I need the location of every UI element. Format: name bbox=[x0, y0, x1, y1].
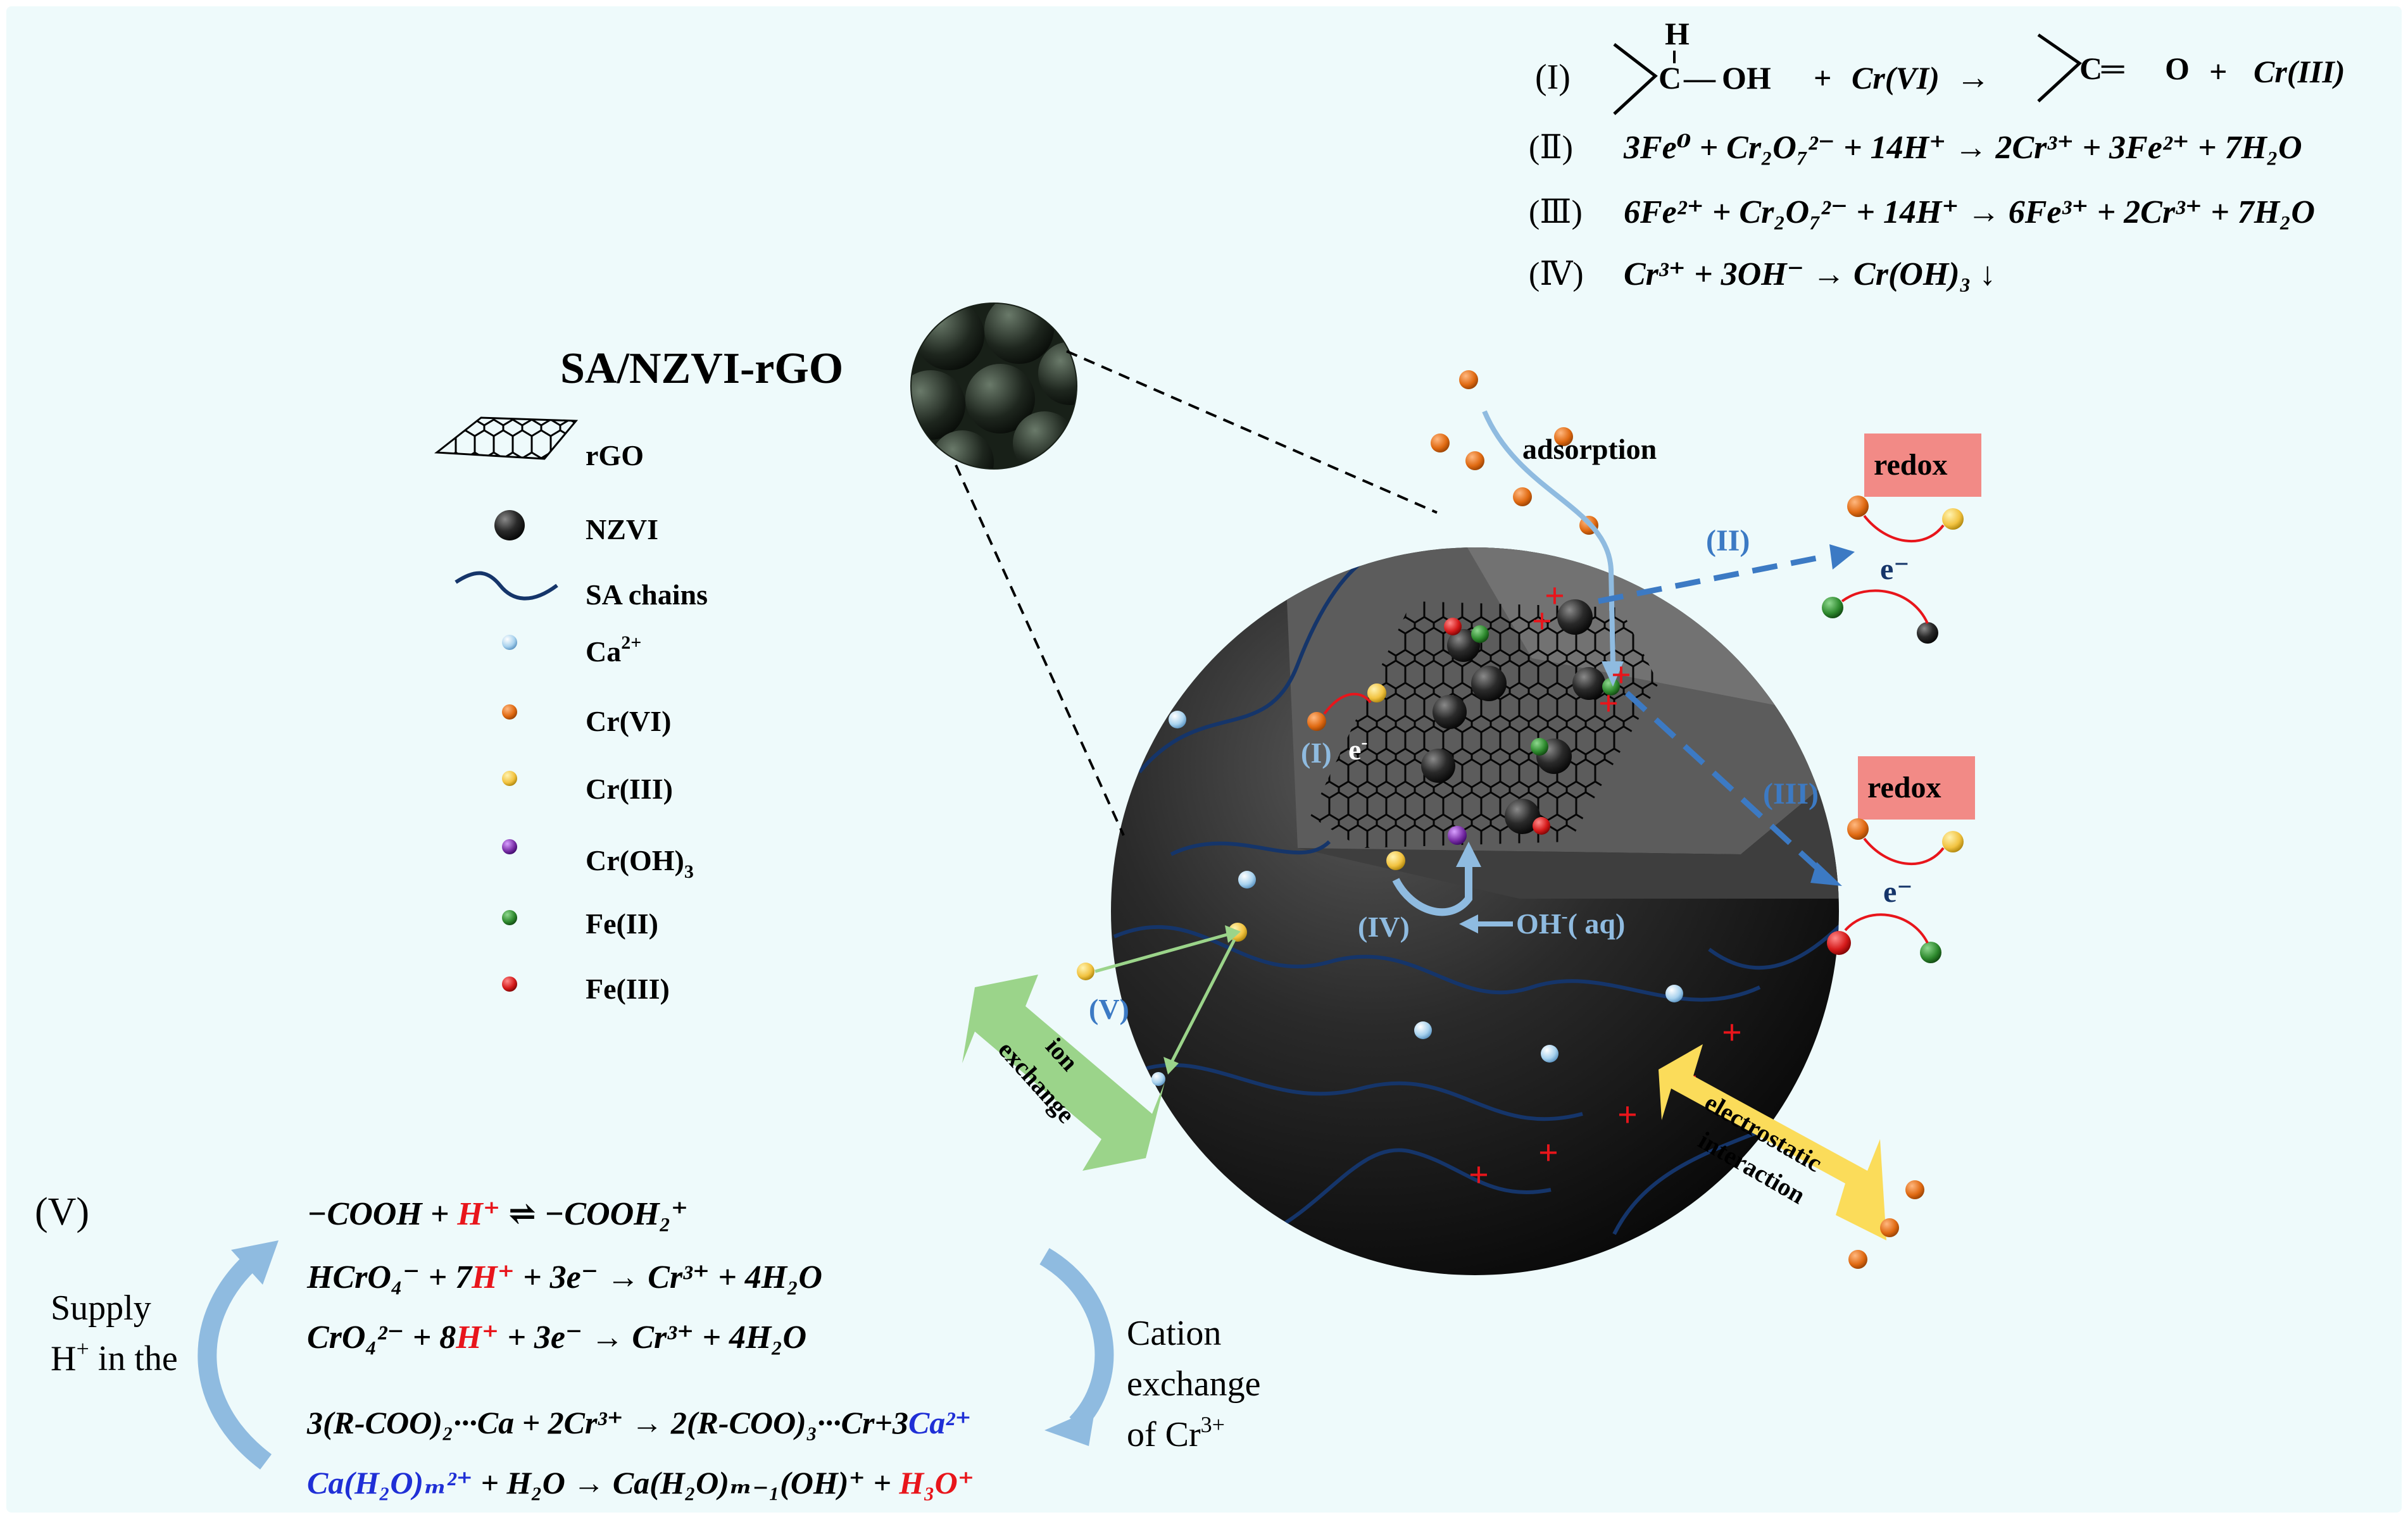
oh-aq-label: OH-( aq) bbox=[1516, 906, 1625, 940]
eq3-text: 6Fe²⁺ + Cr₂O₇²⁻ + 14H⁺ → 6Fe³⁺ + 2Cr³⁺ +… bbox=[1624, 194, 2315, 230]
supply-line1: Supply bbox=[51, 1288, 151, 1328]
eq1-plus-b: + bbox=[2209, 54, 2228, 89]
eq1-cr3: Cr(III) bbox=[2254, 54, 2345, 89]
svg-text:+: + bbox=[1617, 1095, 1638, 1135]
croh3-legend-icon bbox=[502, 839, 517, 854]
electrostatic-arrow bbox=[1659, 1044, 1886, 1240]
reaction-v4: 3(R-COO)₂···Ca + 2Cr³⁺ → 2(R-COO)₃···Cr+… bbox=[306, 1405, 972, 1440]
eq1-cr6: Cr(VI) bbox=[1852, 60, 1940, 96]
eq1-h: H bbox=[1665, 16, 1690, 51]
rgo-sheet bbox=[1310, 601, 1659, 848]
reaction-v5: Ca(H₂O)ₘ²⁺ + H₂O → Ca(H₂O)ₘ₋₁(OH)⁺ + H₃O… bbox=[307, 1465, 974, 1500]
reaction-equations: (I) H C — OH + Cr(VI) → C ═ O + Cr(III) … bbox=[1529, 16, 2345, 292]
cation-curved-arrow bbox=[1039, 1248, 1114, 1431]
svg-text:+: + bbox=[1722, 1013, 1742, 1052]
svg-text:+: + bbox=[1598, 684, 1619, 723]
eq1-double-bond: ═ bbox=[2101, 51, 2124, 86]
fe2-legend-icon bbox=[502, 910, 517, 925]
ca-legend-icon bbox=[502, 635, 517, 650]
legend-fe2-label: Fe(II) bbox=[586, 908, 658, 940]
mechanism-heading: (V) bbox=[35, 1190, 89, 1233]
redox-ii: (II) redox e⁻ bbox=[1598, 434, 1981, 644]
cr6-legend-icon bbox=[502, 704, 517, 720]
legend: SA/NZVI-rGO rGO NZVI SA chains Ca2+ Cr(V… bbox=[434, 344, 843, 1005]
legend-fe3-label: Fe(III) bbox=[586, 973, 670, 1005]
cation-line3: of Cr3+ bbox=[1127, 1412, 1225, 1454]
legend-croh3-label: Cr(OH)3 bbox=[586, 844, 694, 882]
eq1-number: (I) bbox=[1535, 58, 1571, 97]
redox-label-iii: redox bbox=[1867, 771, 1941, 804]
eq4-text: Cr³⁺ + 3OH⁻ → Cr(OH)₃ ↓ bbox=[1624, 256, 1996, 292]
diagram-title: SA/NZVI-rGO bbox=[560, 344, 843, 393]
eq4-number: (Ⅳ) bbox=[1529, 256, 1584, 292]
supply-curved-arrow bbox=[198, 1252, 272, 1469]
legend-nzvi-label: NZVI bbox=[586, 513, 658, 546]
nzvi-legend-icon bbox=[494, 510, 525, 540]
surface-charges: + + + + + + + + + bbox=[1469, 577, 1742, 1195]
eq1-arrow: → bbox=[1956, 58, 1990, 96]
sa-chain-legend-icon bbox=[455, 571, 558, 601]
eq1-oh: OH bbox=[1722, 60, 1771, 96]
eq1-oxygen: O bbox=[2165, 51, 2190, 86]
reaction-iv: (IV) OH-( aq) bbox=[1358, 842, 1625, 943]
label-iii: (III) bbox=[1763, 777, 1819, 811]
svg-text:+: + bbox=[1545, 577, 1565, 616]
cation-line2: exchange bbox=[1127, 1364, 1260, 1404]
rgo-legend-icon bbox=[434, 416, 579, 460]
eq1-carbon-2: C bbox=[2079, 51, 2102, 86]
svg-text:+: + bbox=[1532, 602, 1552, 641]
legend-sa-label: SA chains bbox=[586, 578, 708, 611]
svg-text:+: + bbox=[1469, 1156, 1489, 1195]
label-ii: (II) bbox=[1706, 524, 1750, 558]
cation-line1: Cation bbox=[1127, 1314, 1221, 1353]
label-i: (I) bbox=[1301, 737, 1332, 769]
electron-iii: e⁻ bbox=[1883, 875, 1913, 909]
label-iv: (IV) bbox=[1358, 911, 1410, 943]
electron-i: e- bbox=[1348, 732, 1367, 766]
eq1-dash: — bbox=[1683, 60, 1716, 96]
redox-iii: (III) redox e⁻ bbox=[1624, 690, 1975, 963]
fe3-legend-icon bbox=[502, 976, 517, 992]
redox-box-ii bbox=[1864, 434, 1981, 497]
adsorption-process: adsorption bbox=[1431, 370, 1657, 687]
ion-exchange-arrow bbox=[962, 975, 1165, 1171]
cr3-legend-icon bbox=[502, 771, 517, 786]
mechanism-v: (V) Supply H+ in the Cation exchange of … bbox=[35, 1190, 1260, 1500]
reaction-v1: −COOH + H⁺ ⇌ −COOH₂⁺ bbox=[307, 1196, 688, 1232]
legend-ca-label: Ca2+ bbox=[586, 632, 641, 668]
reaction-i: (I) e- bbox=[1301, 692, 1372, 769]
supply-line2: H+ in the bbox=[51, 1336, 178, 1378]
electron-ii: e⁻ bbox=[1880, 552, 1910, 586]
redox-box-iii bbox=[1858, 756, 1975, 820]
eq3-number: (Ⅲ) bbox=[1529, 194, 1583, 230]
eq1-carbon: C bbox=[1659, 60, 1681, 96]
adsorption-label: adsorption bbox=[1522, 433, 1657, 465]
reaction-v3: CrO₄²⁻ + 8H⁺ + 3e⁻ → Cr³⁺ + 4H₂O bbox=[307, 1319, 806, 1356]
legend-cr3-label: Cr(III) bbox=[586, 773, 673, 805]
eq1-plus-a: + bbox=[1814, 60, 1832, 96]
legend-rgo-label: rGO bbox=[586, 439, 644, 471]
eq2-text: 3Fe⁰ + Cr₂O₇²⁻ + 14H⁺ → 2Cr³⁺ + 3Fe²⁺ + … bbox=[1623, 130, 2302, 166]
label-v: (V) bbox=[1089, 993, 1129, 1025]
redox-label-ii: redox bbox=[1874, 448, 1947, 482]
svg-text:+: + bbox=[1538, 1133, 1558, 1173]
svg-text:+: + bbox=[1611, 656, 1631, 695]
ca-ions-on-bead bbox=[1169, 711, 1683, 1063]
reaction-v2: HCrO₄⁻ + 7H⁺ + 3e⁻ → Cr³⁺ + 4H₂O bbox=[306, 1259, 822, 1295]
legend-cr6-label: Cr(VI) bbox=[586, 705, 671, 737]
eq2-number: (Ⅱ) bbox=[1529, 130, 1573, 166]
